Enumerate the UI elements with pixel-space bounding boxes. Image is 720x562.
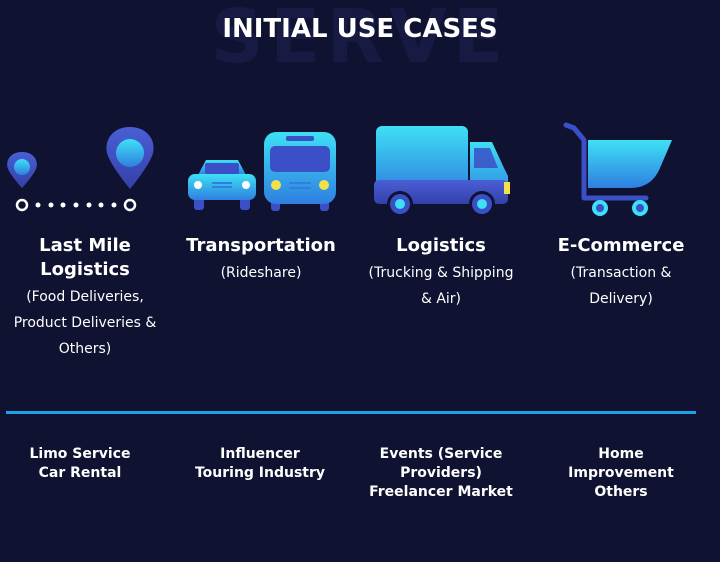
bottom-item-group: Influencer Touring Industry — [175, 445, 345, 483]
use-case-logistics: Logistics (Trucking & Shipping & Air) — [356, 120, 526, 312]
section-divider — [6, 411, 696, 414]
use-case-subtitle: (Transaction & Delivery) — [570, 265, 672, 307]
page-title: INITIAL USE CASES — [222, 14, 498, 44]
bottom-item-line: Car Rental — [38, 465, 122, 481]
use-case-subtitle: (Rideshare) — [220, 265, 302, 281]
bottom-item-line: Limo Service — [29, 446, 131, 462]
bottom-item-line: Improvement — [568, 465, 674, 481]
use-case-title: Transportation — [186, 235, 336, 256]
use-case-subtitle: (Trucking & Shipping & Air) — [368, 265, 514, 307]
use-case-subtitle: (Food Deliveries, Product Deliveries & O… — [13, 289, 157, 357]
bottom-item-line: Events (Service — [379, 446, 503, 462]
bottom-item-line: Influencer — [220, 446, 300, 462]
bottom-item-group: Events (Service Providers) Freelancer Ma… — [356, 445, 526, 502]
use-case-ecommerce: E-Commerce (Transaction & Delivery) — [536, 120, 706, 312]
truck-icon — [374, 126, 510, 217]
bottom-item-line: Freelancer Market — [369, 484, 513, 500]
use-case-title: Last Mile Logistics — [39, 235, 131, 280]
bottom-item-group: Limo Service Car Rental — [0, 445, 165, 483]
location-route-icon — [7, 127, 154, 212]
bottom-item-line: Others — [594, 484, 648, 500]
car-bus-icon — [188, 132, 336, 211]
background-watermark: SERVE — [210, 0, 510, 80]
use-case-last-mile: Last Mile Logistics (Food Deliveries, Pr… — [0, 120, 170, 362]
use-case-title: E-Commerce — [557, 235, 685, 256]
use-case-transportation: Transportation (Rideshare) — [176, 120, 346, 286]
bottom-item-line: Providers) — [400, 465, 482, 481]
bottom-item-line: Touring Industry — [194, 465, 326, 481]
shopping-cart-icon — [563, 122, 672, 216]
bottom-item-group: Home Improvement Others — [536, 445, 706, 502]
bottom-item-line: Home — [598, 446, 644, 462]
use-case-title: Logistics — [396, 235, 486, 256]
